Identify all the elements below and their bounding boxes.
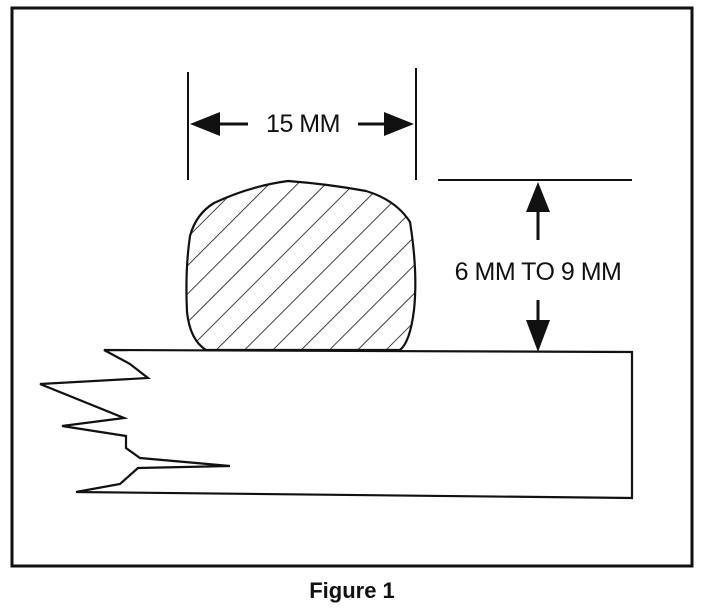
base-board xyxy=(39,348,634,500)
height-arrow-down-head xyxy=(526,320,550,352)
width-label: 15 MM xyxy=(266,110,340,138)
width-arrow-left-head xyxy=(190,112,220,136)
height-arrow-up-head xyxy=(526,182,550,212)
figure-caption: Figure 1 xyxy=(309,578,395,603)
width-arrow-right-head xyxy=(384,112,414,136)
height-label: 6 MM TO 9 MM xyxy=(455,258,622,286)
figure-frame xyxy=(10,6,694,568)
bead-cross-section xyxy=(185,179,417,352)
